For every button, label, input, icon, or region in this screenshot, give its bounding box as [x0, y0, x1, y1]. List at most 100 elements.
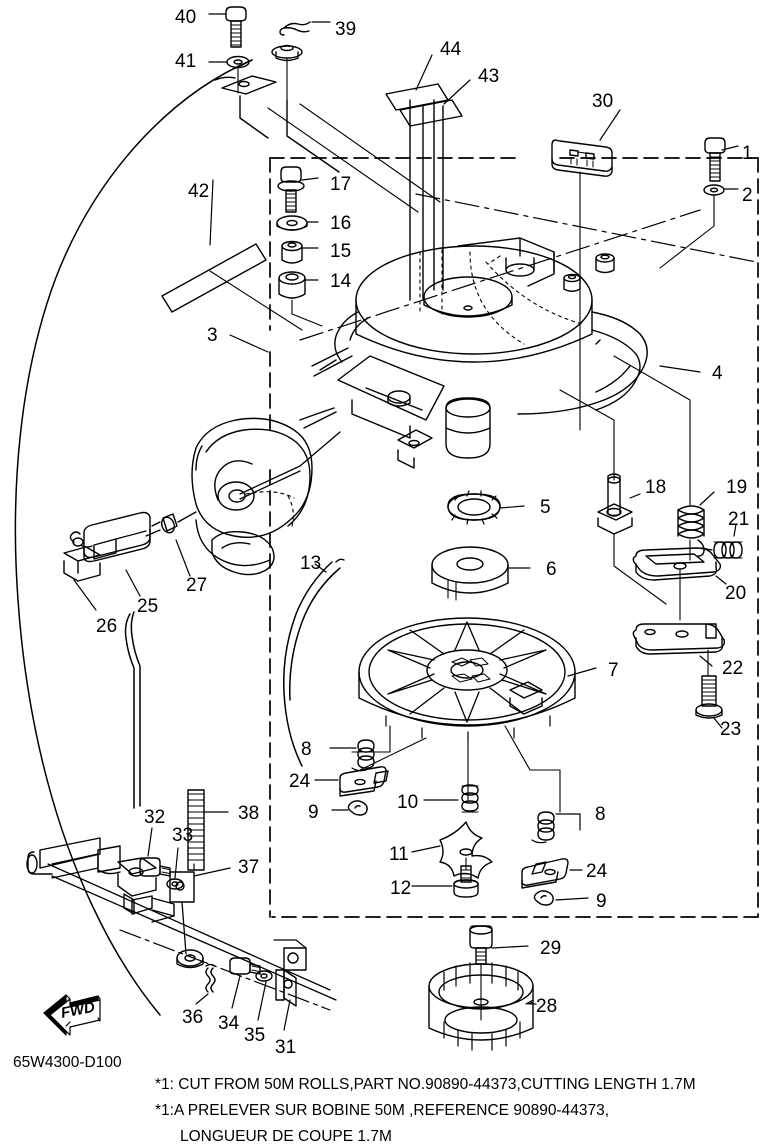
- part-18-pin: [559, 389, 667, 605]
- callout-35: 35: [244, 1025, 266, 1046]
- callout-18: 18: [645, 477, 667, 498]
- part-10-spring: [423, 784, 479, 813]
- part-6-pulley: [431, 546, 531, 601]
- callout-24-upper: 24: [289, 771, 311, 792]
- callout-8-lower: 8: [595, 804, 606, 825]
- part-27-collar: [151, 511, 197, 577]
- part-19-spring: [613, 355, 715, 561]
- callout-30: 30: [592, 91, 614, 112]
- callout-39: 39: [335, 19, 357, 40]
- callout-20: 20: [725, 583, 747, 604]
- part-28-starter-cup: [428, 962, 537, 1051]
- part-7-sheave: [351, 617, 597, 813]
- part-29-bolt: [469, 925, 529, 1021]
- fwd-label: FWD: [60, 999, 97, 1022]
- part-14-collar: [278, 271, 323, 327]
- part-24-pawl-upper: [314, 766, 389, 797]
- callout-13: 13: [300, 553, 322, 574]
- leader-44: [415, 54, 433, 91]
- lower-linkage-assembly: [26, 789, 337, 1011]
- part-12-bolt: [411, 865, 479, 898]
- callout-42: 42: [188, 181, 210, 202]
- callout-1: 1: [742, 143, 753, 164]
- cowling-outline: [14, 59, 253, 1016]
- callout-12: 12: [390, 878, 412, 899]
- part-23-bolt: [695, 675, 723, 729]
- part-21-spring-small: [713, 523, 743, 559]
- part-41-washer: [208, 55, 250, 94]
- part-25-handle: [83, 511, 161, 597]
- part-35-washer: [255, 970, 273, 1021]
- callout-19: 19: [726, 477, 748, 498]
- callout-11: 11: [389, 844, 409, 865]
- callout-24-lower: 24: [586, 861, 608, 882]
- part-3-handle-housing: [191, 334, 341, 576]
- callout-37: 37: [238, 857, 260, 878]
- callout-26: 26: [96, 616, 118, 637]
- part-22-pawl-plate: [632, 623, 726, 677]
- part-1-bolt: [704, 137, 739, 182]
- part-17-bolt: [277, 166, 319, 213]
- part-15-collar: [281, 240, 319, 264]
- callout-34: 34: [218, 1013, 240, 1034]
- part-36-cotter-pin: [195, 963, 216, 1005]
- starter-top-bosses: [505, 253, 615, 292]
- callout-36: 36: [182, 1007, 204, 1028]
- callout-2: 2: [742, 185, 753, 206]
- part-38-cable: [187, 789, 205, 871]
- part-2-washer: [659, 184, 739, 269]
- callout-10: 10: [397, 792, 419, 813]
- drawing-reference-code: 65W4300-D100: [13, 1054, 122, 1071]
- footnote-line-1: *1: CUT FROM 50M ROLLS,PART NO.90890-443…: [155, 1076, 696, 1093]
- callout-33: 33: [172, 825, 194, 846]
- callout-8-upper: 8: [301, 739, 312, 760]
- callout-5: 5: [540, 497, 551, 518]
- callout-7: 7: [608, 660, 619, 681]
- part-40-bolt: [208, 6, 247, 48]
- callout-14: 14: [330, 271, 352, 292]
- part-8-spring-lower: [531, 811, 581, 844]
- part-13-rope: [124, 558, 345, 809]
- fwd-arrow-marker: [43, 994, 101, 1036]
- callout-31: 31: [275, 1037, 297, 1058]
- callout-4: 4: [712, 363, 723, 384]
- part-26-rope-clip: [63, 531, 101, 611]
- part-30-plate: [551, 109, 621, 431]
- callout-41: 41: [175, 51, 197, 72]
- callout-9-upper: 9: [308, 802, 319, 823]
- callout-44: 44: [440, 39, 462, 60]
- callout-43: 43: [478, 66, 500, 87]
- callout-40: 40: [175, 7, 197, 28]
- callout-23: 23: [720, 719, 742, 740]
- callout-15: 15: [330, 241, 352, 262]
- callout-32: 32: [144, 807, 166, 828]
- callout-28: 28: [536, 996, 558, 1017]
- part-16-washer: [276, 215, 319, 231]
- part-9-eclip-upper: [331, 800, 368, 816]
- callout-25: 25: [137, 596, 159, 617]
- part-39-cotter-pin: [279, 21, 331, 36]
- callout-6: 6: [546, 559, 557, 580]
- cowling-brackets: [214, 75, 441, 213]
- callout-29: 29: [540, 938, 562, 959]
- part-24-pawl-lower: [521, 858, 583, 889]
- leader-43: [443, 79, 471, 105]
- part-9-eclip-lower: [533, 890, 589, 906]
- callout-9-lower: 9: [596, 891, 607, 912]
- part-32-bolt: [139, 827, 171, 877]
- footnote-line-3: LONGUEUR DE COUPE 1.7M: [180, 1128, 392, 1145]
- part-11-drive-plate: [411, 821, 493, 879]
- part-5-ratchet-plate: [447, 490, 525, 525]
- callout-21: 21: [728, 509, 750, 530]
- part-34-bolt: [229, 957, 261, 1009]
- callout-38: 38: [238, 803, 260, 824]
- decal-rods: [409, 99, 444, 301]
- callout-16: 16: [330, 213, 352, 234]
- part-31-bracket: [273, 939, 307, 1031]
- part-33-washer: [166, 847, 184, 890]
- part-42-strip: [161, 179, 303, 331]
- footnote-line-2: *1:A PRELEVER SUR BOBINE 50M ,REFERENCE …: [155, 1102, 610, 1119]
- part-20-pawl-arm: [632, 539, 727, 621]
